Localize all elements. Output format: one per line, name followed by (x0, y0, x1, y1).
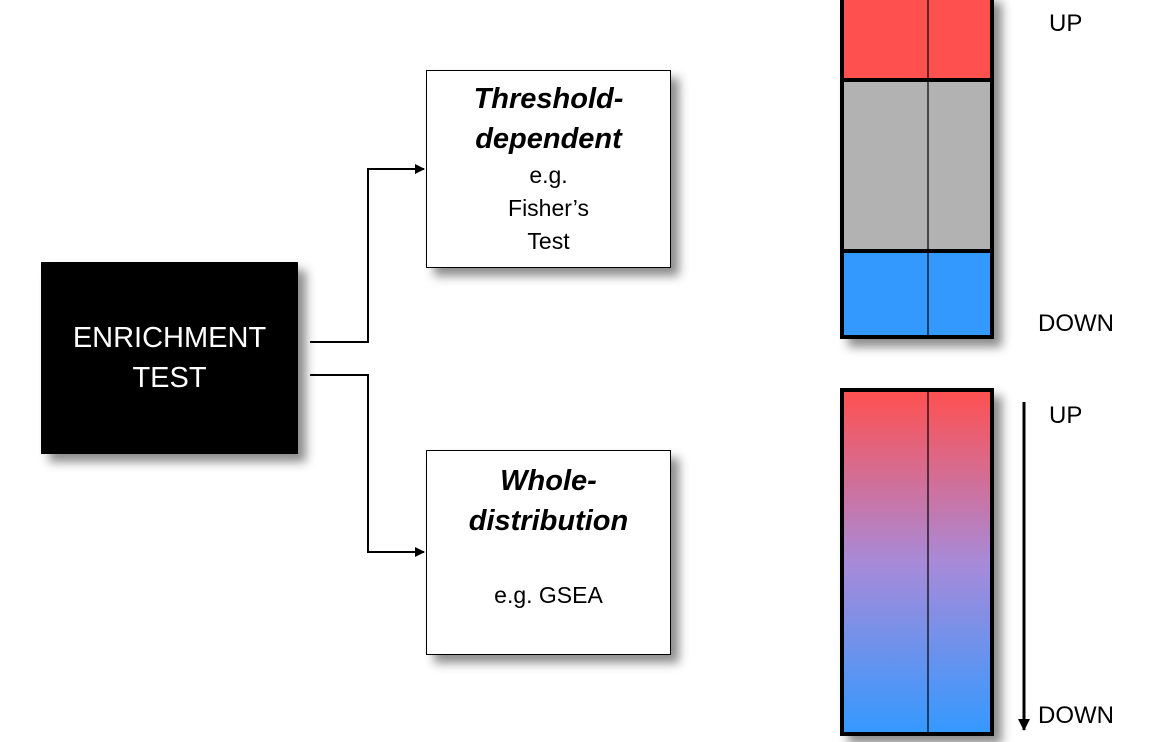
gradient-bar (840, 388, 994, 736)
whole-title-line2: distribution (468, 505, 629, 537)
threshold-title-line2: dependent (475, 123, 622, 155)
threshold-title-line1: Threshold- (473, 83, 624, 115)
gradient-bar-down-label: DOWN (1038, 702, 1114, 729)
whole-title-line1: Whole- (500, 465, 597, 497)
gradient-bar-body (840, 388, 994, 736)
enrichment-test-label-line1: ENRICHMENT (72, 322, 267, 354)
threshold-example-line2: Fisher’s (508, 195, 589, 221)
threshold-bar-down-label: DOWN (1038, 310, 1114, 337)
enrichment-test-node: ENRICHMENT TEST (41, 262, 298, 454)
threshold-example-line1: e.g. (529, 162, 568, 188)
connector-to-threshold (310, 164, 425, 343)
threshold-bar-middle-segment (840, 78, 994, 253)
enrichment-test-label-line2: TEST (132, 362, 207, 394)
threshold-dependent-node: Threshold- dependent e.g. Fisher’s Test (426, 70, 671, 268)
threshold-bar-up-label: UP (1049, 10, 1083, 37)
whole-example: e.g. GSEA (494, 582, 603, 608)
whole-distribution-node: Whole- distribution e.g. GSEA (426, 450, 671, 655)
gradient-bar-up-label: UP (1049, 402, 1083, 429)
threshold-bar-up-segment (840, 0, 994, 82)
connector-to-whole-distribution (310, 374, 425, 557)
threshold-bar (840, 0, 994, 339)
threshold-example-line3: Test (527, 228, 570, 254)
threshold-bar-down-segment (840, 249, 994, 339)
